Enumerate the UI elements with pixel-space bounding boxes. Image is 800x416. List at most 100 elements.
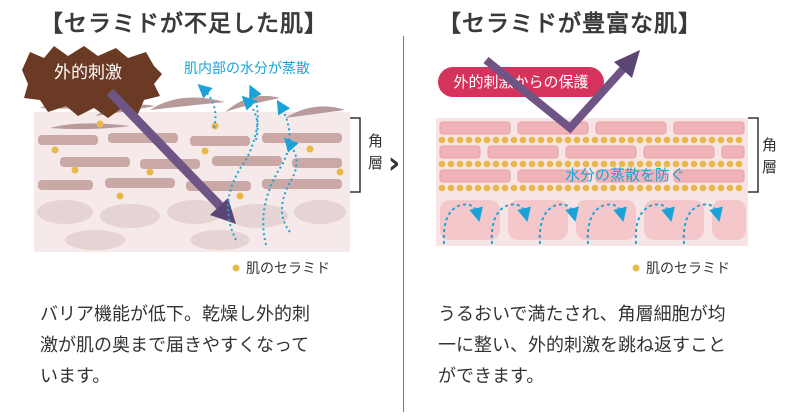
ceramide-dot <box>465 160 473 168</box>
ceramide-dot <box>672 160 680 168</box>
ceramide-dot <box>726 160 734 168</box>
ceramide-dot <box>654 160 662 168</box>
ceramide-dot <box>645 160 653 168</box>
ceramide-dot <box>636 160 644 168</box>
ceramide-dot <box>582 160 590 168</box>
panel-divider <box>403 36 404 412</box>
ceramide-dot <box>645 136 653 144</box>
ceramide-dot <box>618 136 626 144</box>
ceramide-dot <box>555 160 563 168</box>
ceramide-dot <box>573 136 581 144</box>
ceramide-dot <box>483 136 491 144</box>
stimulus-label: 外的刺激 <box>54 63 122 83</box>
ceramide-dot <box>465 184 473 192</box>
right-panel-title: 【セラミドが豊富な肌】 <box>438 11 702 37</box>
left-caption-line: 激が肌の奥まで届きやすくなって <box>40 335 310 356</box>
ceramide-dot <box>447 136 455 144</box>
ceramide-dot <box>546 184 554 192</box>
ceramide-dot <box>690 160 698 168</box>
ceramide-dot <box>474 160 482 168</box>
ceramide-dot <box>492 184 500 192</box>
ceramide-dot <box>717 184 725 192</box>
layer-label-left-2: 層 <box>368 154 383 172</box>
ceramide-dot <box>528 184 536 192</box>
ceramide-dot <box>681 184 689 192</box>
protection-label: 外的刺激からの保護 <box>453 73 588 91</box>
ceramide-dot <box>663 160 671 168</box>
ceramide-dot <box>672 136 680 144</box>
skin-diagram: 外的刺激 肌内部の水分が蒸散 角 層 肌のセラミド › <box>22 46 777 277</box>
ceramide-dot <box>456 184 464 192</box>
ceramide-dot <box>627 184 635 192</box>
ceramide-dot <box>699 136 707 144</box>
ceramide-dot <box>591 160 599 168</box>
ceramide-dot <box>708 160 716 168</box>
ceramide-dot <box>519 160 527 168</box>
ceramide-dot <box>699 184 707 192</box>
ceramide-dot <box>609 160 617 168</box>
ceramide-dot <box>600 184 608 192</box>
left-caption: バリア機能が低下。乾燥し外的刺 激が肌の奥まで届きやすくなって います。 <box>40 299 390 392</box>
left-caption-line: バリア機能が低下。乾燥し外的刺 <box>40 304 310 325</box>
protection-badge <box>438 67 604 97</box>
ceramide-dot <box>474 136 482 144</box>
ceramide-dot <box>600 136 608 144</box>
left-caption-line: います。 <box>40 366 111 387</box>
ceramide-dot <box>537 184 545 192</box>
transition-chevron: › <box>388 146 400 181</box>
ceramide-dot <box>438 136 446 144</box>
ceramide-dot <box>717 160 725 168</box>
ceramide-dot <box>546 160 554 168</box>
ceramide-dot <box>483 184 491 192</box>
stimulus-arrowhead <box>210 198 236 224</box>
ceramide-dot <box>492 160 500 168</box>
legend-label-right: 肌のセラミド <box>646 261 730 277</box>
ceramide-dot <box>474 184 482 192</box>
layer-bracket-right <box>748 117 759 193</box>
layer-bracket-left <box>350 117 361 193</box>
ceramide-dot <box>564 136 572 144</box>
ceramide-dot <box>591 136 599 144</box>
ceramide-dot <box>627 160 635 168</box>
ceramide-dot <box>708 184 716 192</box>
ceramide-dot <box>591 184 599 192</box>
ceramide-dot <box>510 184 518 192</box>
ceramide-dot <box>483 160 491 168</box>
ceramide-dot <box>537 160 545 168</box>
ceramide-dot <box>735 184 743 192</box>
ceramide-dot <box>735 160 743 168</box>
ceramide-dot <box>618 184 626 192</box>
ceramide-dot <box>555 184 563 192</box>
ceramide-dot <box>735 136 743 144</box>
ceramide-dot <box>600 160 608 168</box>
ceramide-dot <box>726 136 734 144</box>
ceramide-dot <box>618 160 626 168</box>
ceramide-dot <box>438 160 446 168</box>
ceramide-dot <box>456 160 464 168</box>
ceramide-dot <box>663 136 671 144</box>
ceramide-dot <box>609 184 617 192</box>
ceramide-dot <box>726 184 734 192</box>
ceramide-dot <box>510 136 518 144</box>
ceramide-dot <box>582 184 590 192</box>
layer-label-right-1: 角 <box>762 136 777 154</box>
ceramide-dot <box>564 184 572 192</box>
ceramide-dot <box>627 136 635 144</box>
ceramide-dot <box>465 136 473 144</box>
ceramide-dot <box>717 136 725 144</box>
ceramide-dot <box>582 136 590 144</box>
ceramide-dot <box>546 136 554 144</box>
ceramide-dot <box>528 136 536 144</box>
ceramide-dot <box>564 160 572 168</box>
ceramide-dot <box>690 184 698 192</box>
stimulus-arrow <box>106 88 226 212</box>
deflection-arrowhead <box>614 50 640 78</box>
evaporation-arrows <box>197 84 299 246</box>
ceramide-dot <box>447 160 455 168</box>
ceramide-dot <box>699 160 707 168</box>
ceramide-dot <box>456 136 464 144</box>
right-caption-line: ができます。 <box>438 366 545 387</box>
evaporation-label: 肌内部の水分が蒸散 <box>184 61 310 77</box>
ceramide-dot <box>519 136 527 144</box>
right-caption-line: うるおいで満たされ、角層細胞が均 <box>438 304 726 325</box>
